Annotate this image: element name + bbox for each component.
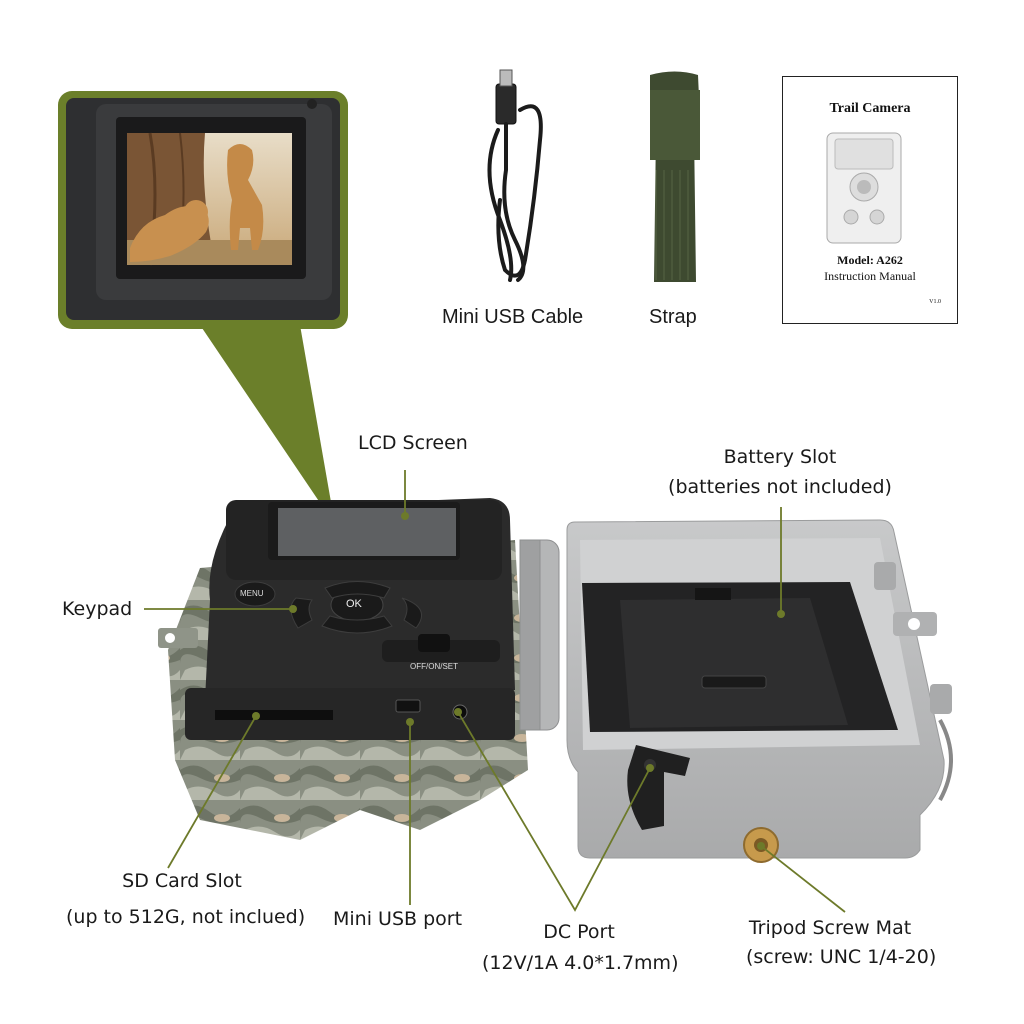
dc-port-note: (12V/1A 4.0*1.7mm) <box>482 952 679 974</box>
mini-usb-cable-label: Mini USB Cable <box>442 306 584 328</box>
manual-model: Model: A262 <box>837 253 903 267</box>
callout-dots <box>252 512 785 850</box>
camera-front-unit <box>158 498 528 840</box>
lcd-screen-label: LCD Screen <box>358 432 468 454</box>
mini-usb-cable-image <box>487 69 543 282</box>
menu-button-text: MENU <box>240 589 264 598</box>
battery-slot-label: Battery Slot <box>723 446 837 468</box>
battery-compartment <box>566 519 953 863</box>
manual-camera-drawing <box>826 132 902 244</box>
instruction-manual: Trail Camera Model: A262 Instruction Man… <box>782 76 958 324</box>
mini-usb-port-label: Mini USB port <box>333 908 463 930</box>
battery-slot-note: (batteries not included) <box>668 476 892 498</box>
strap-label: Strap <box>649 306 697 328</box>
tripod-screw-note: (screw: UNC 1/4-20) <box>746 946 937 968</box>
callout-lines <box>144 470 846 913</box>
ok-button-text: OK <box>346 598 362 610</box>
manual-subtitle: Instruction Manual <box>824 269 916 283</box>
tripod-screw-mat-label: Tripod Screw Mat <box>748 917 912 939</box>
manual-title: Trail Camera <box>829 101 911 116</box>
dc-port-label: DC Port <box>543 921 615 943</box>
keypad-label: Keypad <box>62 598 133 620</box>
zoom-pointer <box>200 325 335 525</box>
sd-card-slot-note: (up to 512G, not inclued) <box>66 906 306 928</box>
strap-image <box>650 71 700 282</box>
sd-card-slot-label: SD Card Slot <box>122 870 242 892</box>
hinges <box>519 539 560 731</box>
power-switch-text: OFF/ON/SET <box>410 662 458 671</box>
manual-version: V1.0 <box>929 299 941 305</box>
lcd-zoom-inset <box>58 91 348 329</box>
